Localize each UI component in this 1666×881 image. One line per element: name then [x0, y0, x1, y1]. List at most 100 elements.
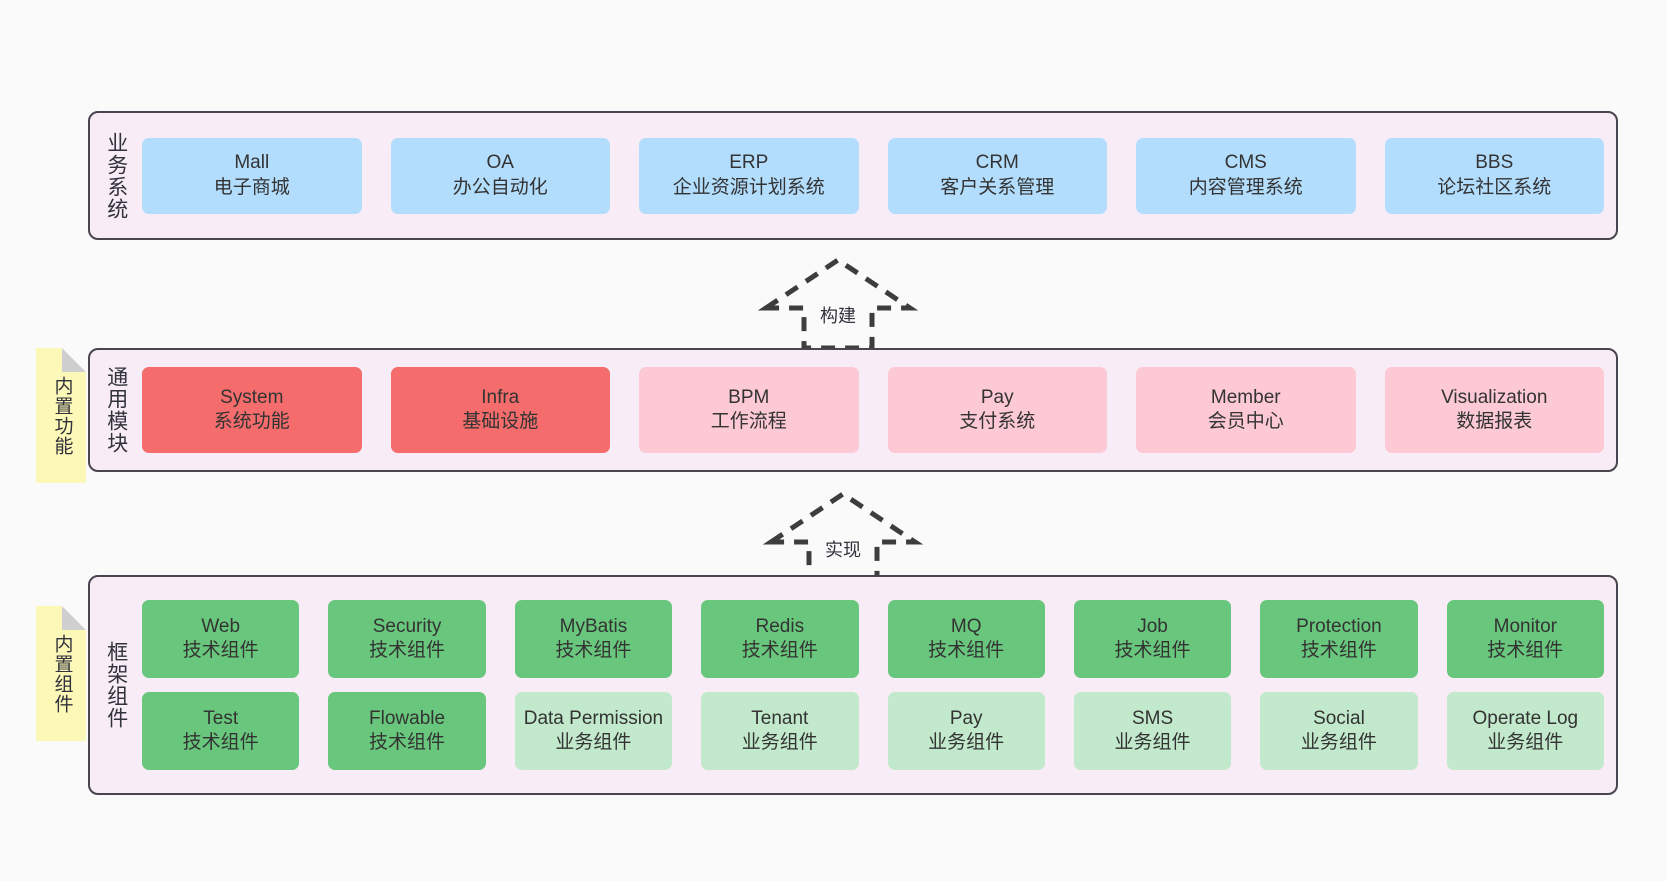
- implement-arrow-label: 实现: [823, 536, 863, 562]
- card-security[interactable]: Security 技术组件: [328, 600, 486, 678]
- card-redis[interactable]: Redis 技术组件: [701, 600, 859, 678]
- card-security-cn: 技术组件: [369, 640, 446, 661]
- note-builtin-function-label: 内置功能: [51, 375, 73, 456]
- card-operate-log-cn: 业务组件: [1487, 732, 1564, 753]
- build-arrow-label: 构建: [818, 302, 858, 328]
- card-cms-en: CMS: [1224, 152, 1267, 174]
- card-job-en: Job: [1137, 615, 1168, 637]
- card-bbs[interactable]: BBS 论坛社区系统: [1384, 137, 1604, 214]
- layer-business-systems: 业务系统 Mall 电子商城 OA 办公自动化 ERP 企业资源计划系统 CRM…: [88, 111, 1618, 240]
- card-mybatis-en: MyBatis: [559, 615, 628, 637]
- card-pay-component-cn: 业务组件: [928, 732, 1005, 753]
- card-operate-log[interactable]: Operate Log 业务组件: [1446, 692, 1604, 770]
- card-flowable[interactable]: Flowable 技术组件: [328, 692, 486, 770]
- card-redis-cn: 技术组件: [741, 640, 818, 661]
- layer-body-framework-components: Web 技术组件 Security 技术组件 MyBatis 技术组件 Redi…: [142, 577, 1616, 793]
- card-social[interactable]: Social 业务组件: [1260, 692, 1418, 770]
- card-visualization[interactable]: Visualization 数据报表: [1384, 367, 1604, 453]
- card-member-cn: 会员中心: [1207, 411, 1284, 432]
- layer-title-business-systems: 业务系统: [104, 131, 128, 220]
- card-pay-module-cn: 支付系统: [959, 411, 1036, 432]
- card-data-permission[interactable]: Data Permission 业务组件: [514, 692, 673, 770]
- card-protection-cn: 技术组件: [1300, 640, 1377, 661]
- card-system[interactable]: System 系统功能: [142, 367, 362, 453]
- framework-row-tech: Web 技术组件 Security 技术组件 MyBatis 技术组件 Redi…: [142, 600, 1604, 678]
- card-system-cn: 系统功能: [213, 411, 290, 432]
- card-protection-en: Protection: [1296, 615, 1382, 637]
- card-cms-cn: 内容管理系统: [1188, 176, 1303, 198]
- card-monitor-cn: 技术组件: [1487, 640, 1564, 661]
- card-mall-cn: 电子商城: [213, 176, 290, 198]
- card-mall-en: Mall: [234, 152, 270, 174]
- card-mybatis[interactable]: MyBatis 技术组件: [514, 600, 673, 678]
- card-job-cn: 技术组件: [1114, 640, 1191, 661]
- note-builtin-component-label: 内置组件: [51, 633, 73, 714]
- card-monitor-en: Monitor: [1493, 615, 1557, 637]
- card-web-cn: 技术组件: [182, 640, 259, 661]
- card-mq[interactable]: MQ 技术组件: [887, 600, 1045, 678]
- card-mq-cn: 技术组件: [928, 640, 1005, 661]
- card-pay-component[interactable]: Pay 业务组件: [887, 692, 1045, 770]
- card-bpm[interactable]: BPM 工作流程: [639, 367, 859, 453]
- card-data-permission-en: Data Permission: [523, 707, 664, 729]
- card-web-en: Web: [201, 615, 241, 637]
- card-mybatis-cn: 技术组件: [555, 640, 632, 661]
- card-social-en: Social: [1313, 707, 1365, 729]
- card-pay-component-en: Pay: [949, 707, 983, 729]
- card-crm[interactable]: CRM 客户关系管理: [887, 137, 1107, 214]
- card-bbs-cn: 论坛社区系统: [1437, 176, 1552, 198]
- card-sms[interactable]: SMS 业务组件: [1073, 692, 1232, 770]
- card-member-en: Member: [1210, 386, 1281, 408]
- card-flowable-en: Flowable: [369, 707, 446, 729]
- build-arrow: 构建: [757, 256, 919, 351]
- card-test[interactable]: Test 技术组件: [142, 692, 300, 770]
- build-arrow-shape: [757, 256, 919, 351]
- card-protection[interactable]: Protection 技术组件: [1260, 600, 1418, 678]
- layer-framework-components: 框架组件 Web 技术组件 Security 技术组件 MyBatis 技术组件…: [88, 575, 1618, 795]
- note-builtin-component: 内置组件: [36, 606, 86, 741]
- card-crm-en: CRM: [975, 152, 1019, 174]
- card-monitor[interactable]: Monitor 技术组件: [1446, 600, 1604, 678]
- card-job[interactable]: Job 技术组件: [1073, 600, 1232, 678]
- card-visualization-en: Visualization: [1441, 386, 1548, 408]
- card-tenant-cn: 业务组件: [741, 732, 818, 753]
- card-bpm-en: BPM: [728, 386, 770, 408]
- card-cms[interactable]: CMS 内容管理系统: [1136, 137, 1356, 214]
- card-oa[interactable]: OA 办公自动化: [390, 137, 610, 214]
- card-infra-en: Infra: [481, 386, 520, 408]
- card-test-cn: 技术组件: [182, 732, 259, 753]
- common-modules-row: System 系统功能 Infra 基础设施 BPM 工作流程 Pay 支付系统…: [142, 367, 1604, 453]
- framework-row-biz: Test 技术组件 Flowable 技术组件 Data Permission …: [142, 692, 1604, 770]
- card-system-en: System: [220, 386, 284, 408]
- card-operate-log-en: Operate Log: [1472, 707, 1579, 729]
- layer-body-common-modules: System 系统功能 Infra 基础设施 BPM 工作流程 Pay 支付系统…: [142, 350, 1616, 470]
- layer-title-common-modules: 通用模块: [104, 366, 128, 454]
- business-systems-row: Mall 电子商城 OA 办公自动化 ERP 企业资源计划系统 CRM 客户关系…: [142, 137, 1604, 214]
- card-crm-cn: 客户关系管理: [940, 176, 1055, 198]
- card-social-cn: 业务组件: [1300, 732, 1377, 753]
- card-erp-cn: 企业资源计划系统: [672, 176, 825, 198]
- card-pay-module[interactable]: Pay 支付系统: [887, 367, 1107, 453]
- card-visualization-cn: 数据报表: [1456, 411, 1533, 432]
- card-member[interactable]: Member 会员中心: [1136, 367, 1356, 453]
- card-security-en: Security: [372, 615, 442, 637]
- card-erp[interactable]: ERP 企业资源计划系统: [639, 137, 859, 214]
- card-infra-cn: 基础设施: [462, 411, 539, 432]
- card-web[interactable]: Web 技术组件: [142, 600, 300, 678]
- card-flowable-cn: 技术组件: [369, 732, 446, 753]
- implement-arrow-shape: [762, 490, 924, 585]
- implement-arrow: 实现: [762, 490, 924, 585]
- note-fold-corner-icon: [62, 348, 86, 372]
- card-bpm-cn: 工作流程: [710, 411, 787, 432]
- card-tenant-en: Tenant: [751, 707, 809, 729]
- card-mq-en: MQ: [950, 615, 982, 637]
- card-pay-module-en: Pay: [980, 386, 1014, 408]
- card-tenant[interactable]: Tenant 业务组件: [701, 692, 859, 770]
- note-builtin-function: 内置功能: [36, 348, 86, 483]
- card-infra[interactable]: Infra 基础设施: [390, 367, 610, 453]
- layer-common-modules: 通用模块 System 系统功能 Infra 基础设施 BPM 工作流程 Pay…: [88, 348, 1618, 472]
- card-mall[interactable]: Mall 电子商城: [142, 137, 362, 214]
- layer-body-business-systems: Mall 电子商城 OA 办公自动化 ERP 企业资源计划系统 CRM 客户关系…: [142, 113, 1616, 238]
- layer-title-framework-components: 框架组件: [104, 641, 128, 729]
